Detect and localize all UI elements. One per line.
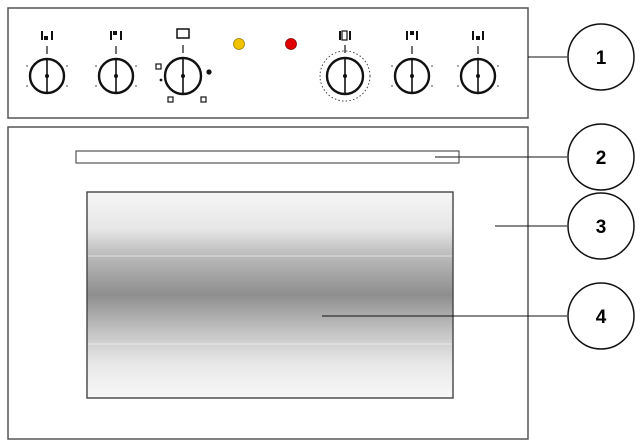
knob-1[interactable] xyxy=(26,46,68,95)
knob-1-symbol-icon xyxy=(41,31,53,40)
indicator-light-yellow xyxy=(233,38,245,50)
knob-5-symbol-icon xyxy=(406,31,418,40)
knob-2-symbol-icon xyxy=(110,31,122,40)
knob-2[interactable] xyxy=(95,46,137,95)
door-handle[interactable] xyxy=(75,150,460,164)
control-panel xyxy=(7,7,529,119)
callout-4: 4 xyxy=(567,282,635,350)
knob-6[interactable] xyxy=(457,46,499,95)
temperature-knob[interactable] xyxy=(319,45,371,102)
oven-door xyxy=(7,126,529,440)
svg-text:4: 4 xyxy=(596,307,607,328)
function-selector-knob[interactable] xyxy=(155,45,212,103)
callout-3: 3 xyxy=(567,192,635,260)
oven-symbol-icon xyxy=(176,28,190,39)
svg-text:3: 3 xyxy=(596,217,607,238)
knob-6-symbol-icon xyxy=(472,31,484,40)
knob-4-symbol-icon xyxy=(339,30,351,41)
callout-2: 2 xyxy=(567,123,635,191)
indicator-light-red xyxy=(285,38,297,50)
door-window xyxy=(86,191,454,399)
knob-5[interactable] xyxy=(391,46,433,95)
svg-text:1: 1 xyxy=(596,48,607,69)
svg-text:2: 2 xyxy=(596,148,607,169)
callout-1: 1 xyxy=(567,23,635,91)
